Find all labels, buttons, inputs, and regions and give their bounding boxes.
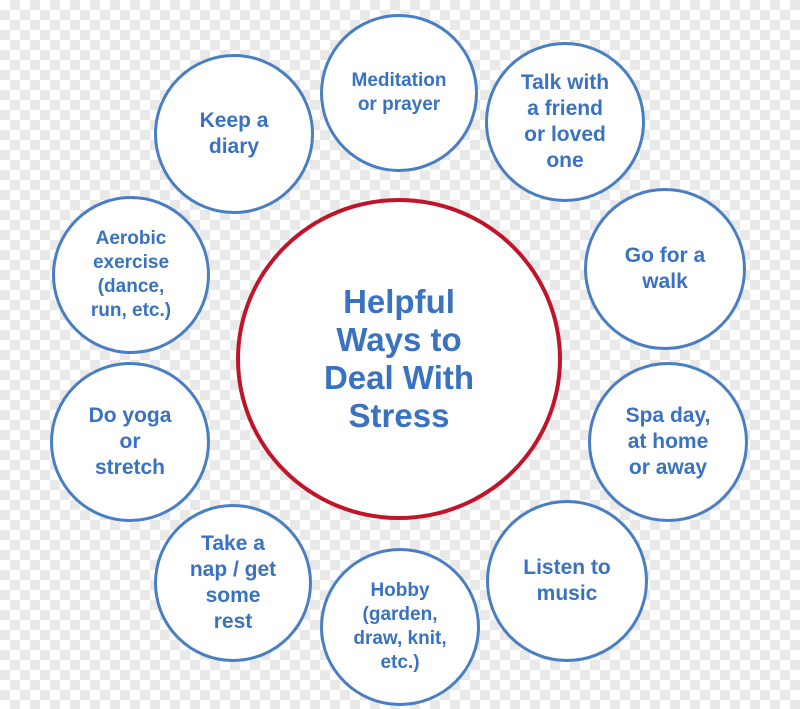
bubble-talk-with-friend: Talk with a friend or loved one <box>485 42 645 202</box>
bubble-hobby-label: Hobby (garden, draw, knit, etc.) <box>353 580 447 673</box>
center-title: Helpful Ways to Deal With Stress <box>323 283 475 434</box>
bubble-go-for-walk: Go for a walk <box>584 188 746 350</box>
bubble-take-a-nap: Take a nap / get some rest <box>154 504 312 662</box>
center-circle: Helpful Ways to Deal With Stress <box>236 198 562 520</box>
bubble-go-for-walk-label: Go for a walk <box>624 244 706 293</box>
bubble-spa-day: Spa day, at home or away <box>588 362 748 522</box>
bubble-listen-to-music-label: Listen to music <box>523 556 611 605</box>
bubble-keep-a-diary: Keep a diary <box>154 54 314 214</box>
bubble-aerobic-exercise: Aerobic exercise (dance, run, etc.) <box>52 196 210 354</box>
bubble-hobby: Hobby (garden, draw, knit, etc.) <box>320 548 480 706</box>
bubble-spa-day-label: Spa day, at home or away <box>625 404 711 479</box>
bubble-do-yoga-label: Do yoga or stretch <box>88 404 172 479</box>
bubble-meditation: Meditation or prayer <box>320 14 478 172</box>
bubble-take-a-nap-label: Take a nap / get some rest <box>189 532 277 633</box>
bubble-keep-a-diary-label: Keep a diary <box>199 109 269 158</box>
bubble-listen-to-music: Listen to music <box>486 500 648 662</box>
bubble-talk-with-friend-label: Talk with a friend or loved one <box>520 71 610 172</box>
bubble-do-yoga: Do yoga or stretch <box>50 362 210 522</box>
bubble-aerobic-exercise-label: Aerobic exercise (dance, run, etc.) <box>90 228 172 321</box>
bubble-meditation-label: Meditation or prayer <box>351 70 447 115</box>
